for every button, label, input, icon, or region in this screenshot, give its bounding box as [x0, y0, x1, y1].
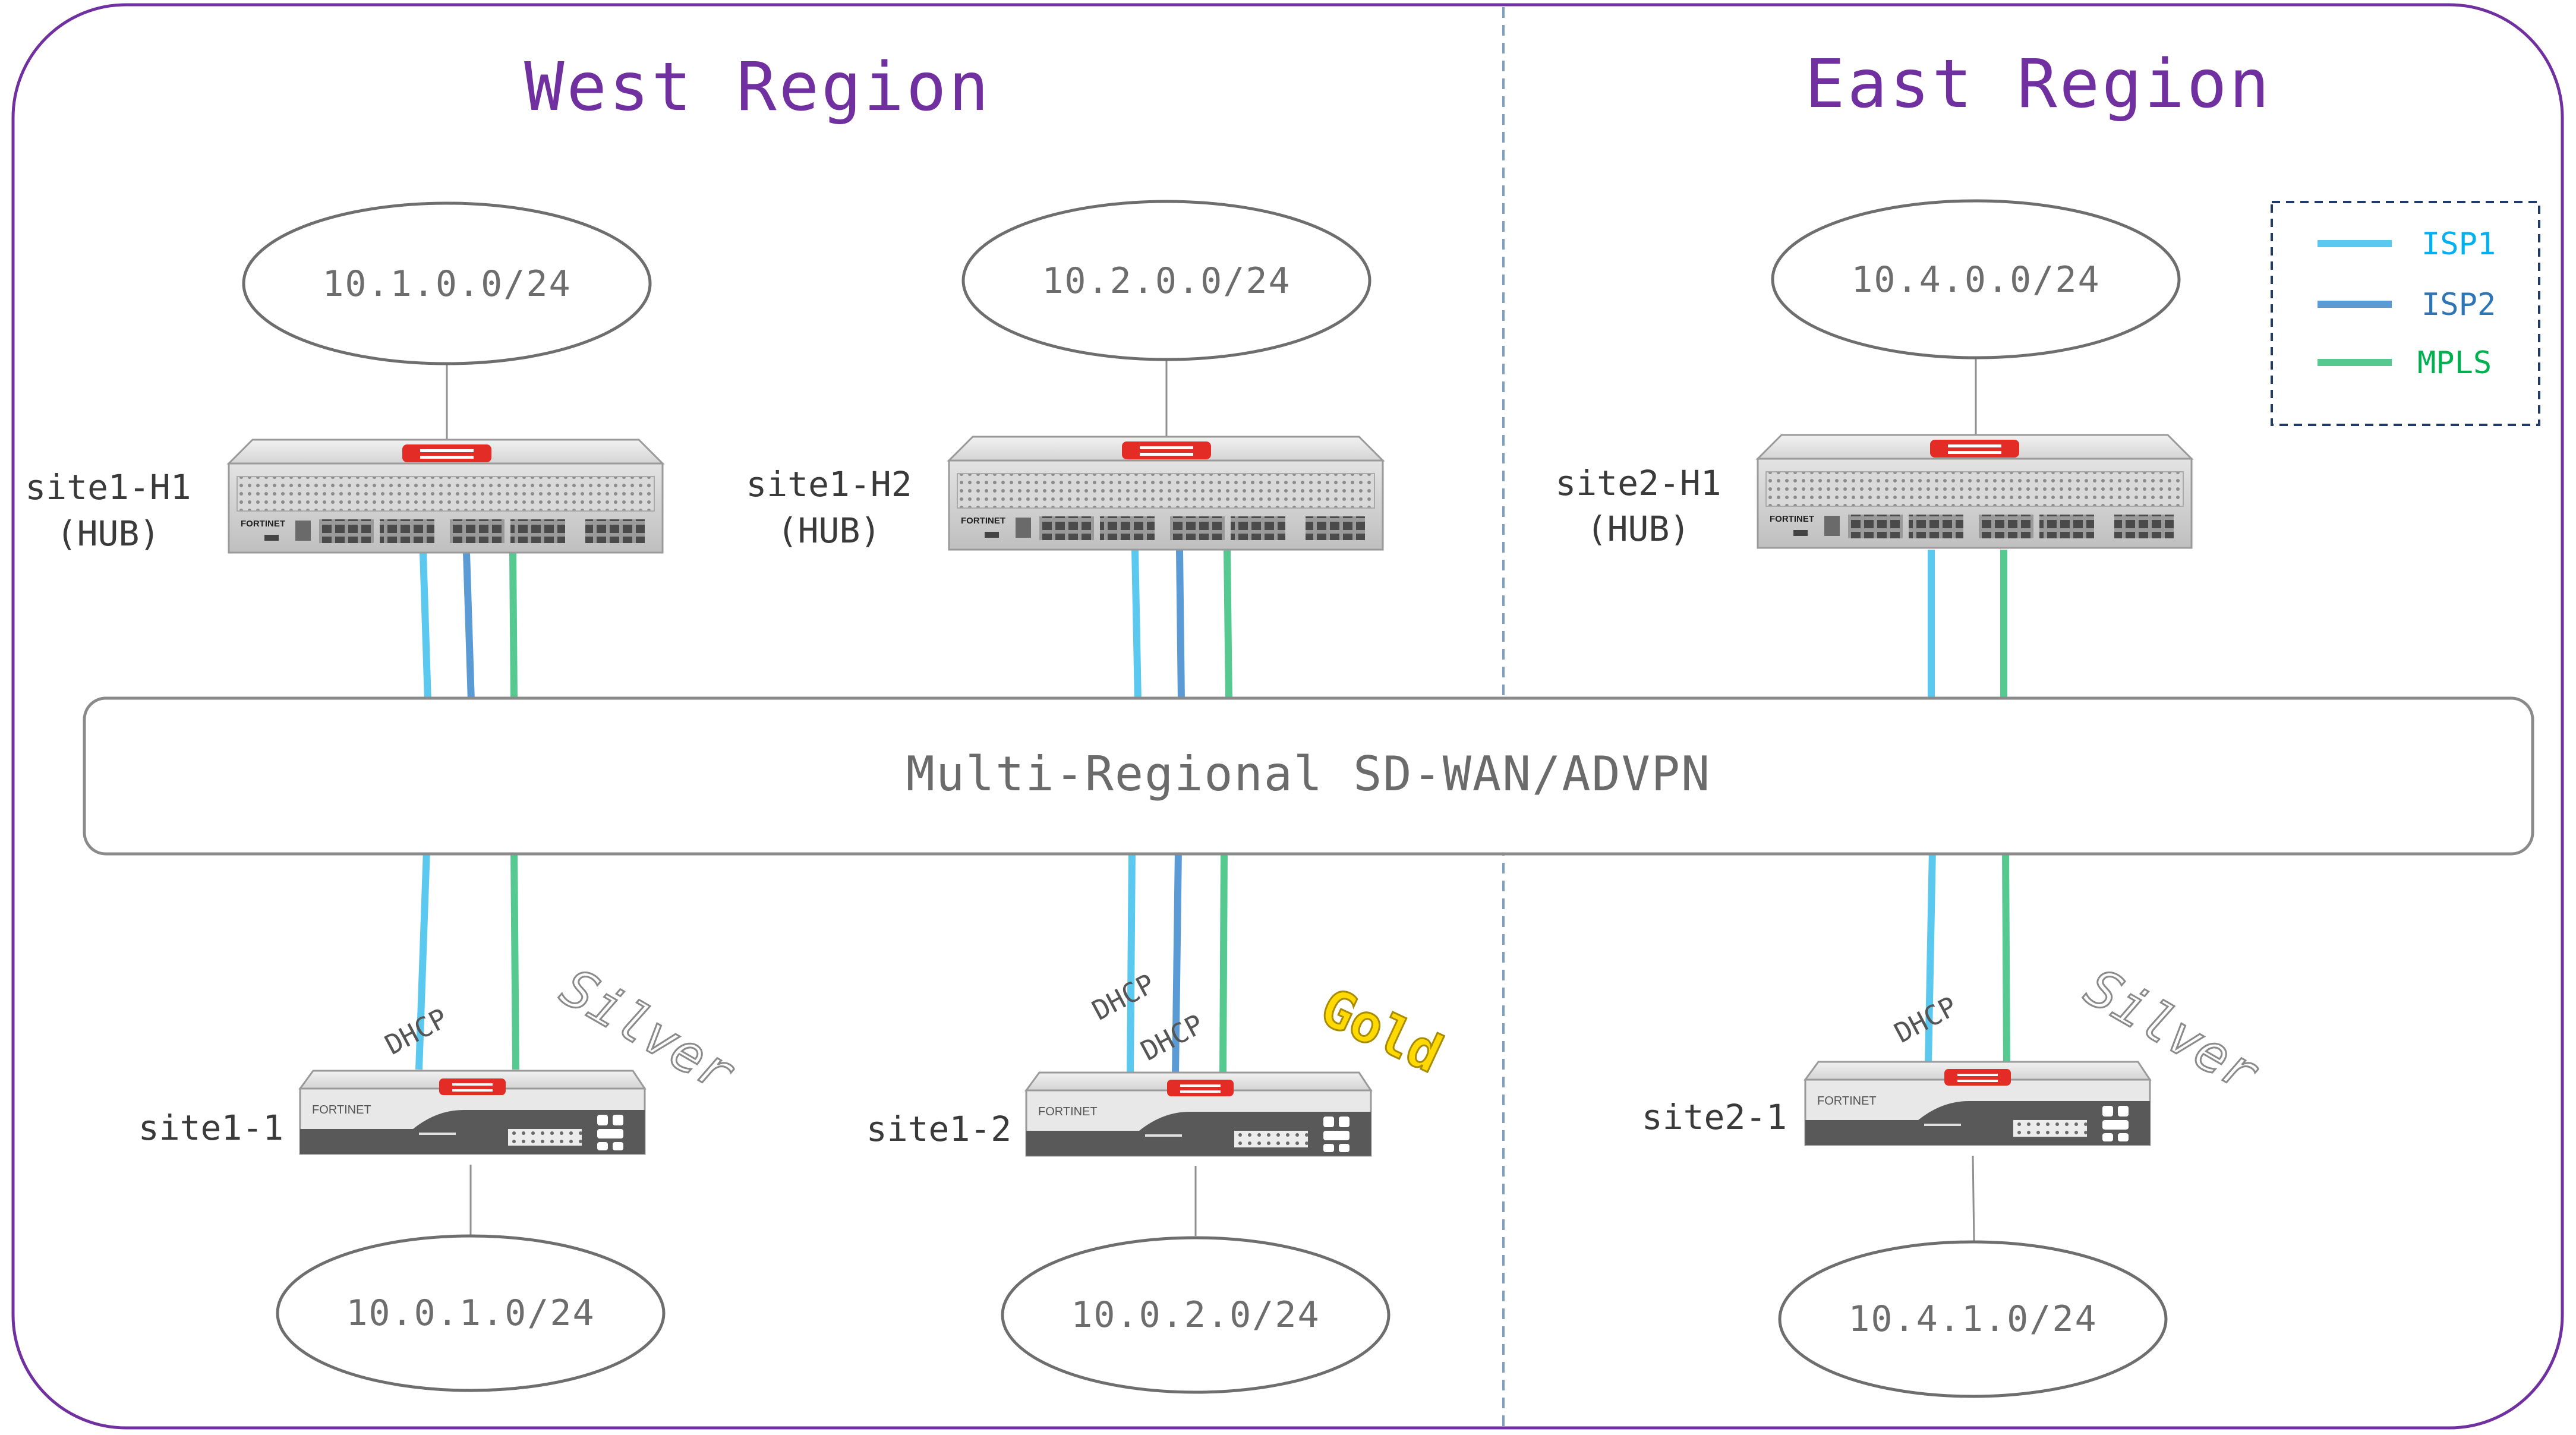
legend-box: [2271, 201, 2540, 426]
b2-subnet-cloud: [1001, 1236, 1391, 1394]
b3-isp1-link: [1925, 849, 1936, 1064]
hub-h2-group: 10.2.0.0/24 site1-H2 (HUB): [746, 200, 1384, 551]
overlay-box: [83, 696, 2534, 856]
legend-isp2-label: ISP2: [2421, 287, 2496, 323]
b3-name: site2-1: [1642, 1097, 1787, 1137]
h3-logo-icon: [1930, 440, 2019, 458]
h3-subnet-cloud: [1771, 199, 2181, 359]
b3-mpls-link: [2002, 849, 2010, 1064]
b3-subnet-cloud: [1778, 1240, 2168, 1398]
branch-b1-group: 10.0.1.0/24 site1-1 DHCP Silver: [138, 955, 746, 1392]
b1-isp1-link: [415, 849, 430, 1070]
h2-subnet-label: 10.2.0.0/24: [1042, 260, 1291, 302]
legend-isp1-label: ISP1: [2421, 226, 2496, 262]
links: [415, 549, 2010, 1076]
h2-isp2-link: [1176, 549, 1185, 702]
h3-subnet-label: 10.4.0.0/24: [1851, 259, 2100, 301]
h1-name: site1-H1: [25, 467, 191, 507]
b2-name: site1-2: [866, 1109, 1011, 1149]
h2-role: (HUB): [777, 510, 881, 551]
legend: ISP1 ISP2 MPLS: [2271, 201, 2540, 426]
b2-mpls-link: [1219, 849, 1228, 1076]
hub-h1-group: 10.1.0.0/24 site1-H1 (HUB): [25, 201, 664, 554]
h2-isp1-link: [1131, 549, 1142, 702]
b1-subnet-cloud: [276, 1234, 666, 1392]
b1-subnet-label: 10.0.1.0/24: [346, 1292, 595, 1334]
h3-name: site2-H1: [1555, 463, 1721, 503]
h1-subnet-label: 10.1.0.0/24: [322, 263, 571, 305]
h2-subnet-cloud: [961, 200, 1371, 361]
b2-isp1-link: [1127, 849, 1136, 1076]
h1-logo-icon: [402, 444, 491, 462]
branch-b2-group: 10.0.2.0/24 site1-2 DHCP DHCP Gold: [866, 967, 1452, 1394]
b1-name: site1-1: [138, 1108, 283, 1148]
h1-subnet-cloud: [242, 201, 652, 365]
b3-subnet-connector: [1972, 1155, 1975, 1242]
h1-isp2-link: [463, 552, 475, 702]
legend-mpls-label: MPLS: [2417, 345, 2492, 381]
b3-subnet-label: 10.4.1.0/24: [1848, 1298, 2097, 1340]
b1-logo-icon: [439, 1078, 506, 1095]
hub-h3-group: 10.4.0.0/24 site2-H1 (HUB): [1555, 199, 2193, 549]
h2-mpls-link: [1224, 549, 1232, 702]
h2-name: site1-H2: [746, 464, 912, 504]
h2-logo-icon: [1122, 441, 1211, 459]
b3-logo-icon: [1944, 1069, 2011, 1086]
b2-isp2-link: [1172, 849, 1182, 1076]
b2-subnet-label: 10.0.2.0/24: [1071, 1294, 1320, 1336]
west-region-title: West Region: [524, 49, 991, 126]
h1-isp1-link: [420, 552, 431, 702]
b1-mpls-link: [510, 849, 519, 1070]
b2-logo-icon: [1167, 1080, 1234, 1096]
overlay-label: Multi-Regional SD-WAN/ADVPN: [906, 746, 1711, 802]
h3-role: (HUB): [1587, 509, 1691, 549]
east-region-title: East Region: [1805, 46, 2272, 123]
h1-mpls-link: [509, 552, 518, 702]
h1-role: (HUB): [56, 513, 160, 554]
